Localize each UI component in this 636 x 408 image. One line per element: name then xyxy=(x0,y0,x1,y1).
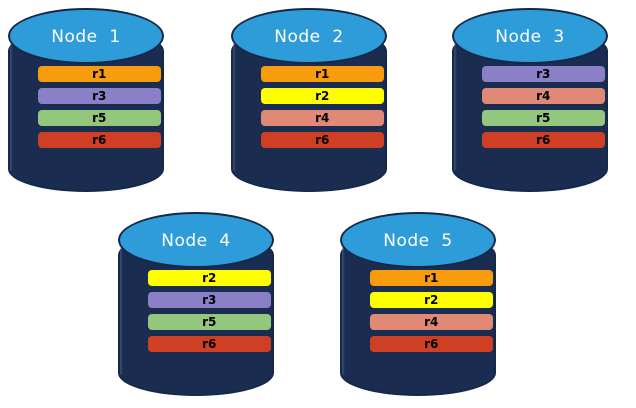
replica-bar[interactable]: r6 xyxy=(481,132,605,148)
replica-bar[interactable]: r1 xyxy=(37,66,161,82)
replica-bar[interactable]: r6 xyxy=(37,132,161,148)
replica-list: r1 r2 r4 r6 xyxy=(369,270,493,352)
replica-list: r1 r2 r4 r6 xyxy=(260,66,384,148)
replica-bar[interactable]: r5 xyxy=(147,314,271,330)
node-label: Node 4 xyxy=(161,230,231,251)
replica-bar[interactable]: r6 xyxy=(260,132,384,148)
replica-bar[interactable]: r3 xyxy=(481,66,605,82)
cylinder-top: Node 5 xyxy=(340,212,496,268)
node-cylinder-3[interactable]: Node 3 r3 r4 r5 r6 xyxy=(452,8,608,192)
node-cylinder-5[interactable]: Node 5 r1 r2 r4 r6 xyxy=(340,212,496,396)
replica-bar[interactable]: r4 xyxy=(369,314,493,330)
node-label: Node 2 xyxy=(274,26,344,47)
replica-list: r1 r3 r5 r6 xyxy=(37,66,161,148)
replica-bar[interactable]: r2 xyxy=(369,292,493,308)
replica-list: r2 r3 r5 r6 xyxy=(147,270,271,352)
cylinder-top: Node 1 xyxy=(8,8,164,64)
cylinder-top: Node 2 xyxy=(231,8,387,64)
replica-bar[interactable]: r3 xyxy=(37,88,161,104)
node-label: Node 3 xyxy=(495,26,565,47)
cylinder-top: Node 4 xyxy=(118,212,274,268)
node-label: Node 5 xyxy=(383,230,453,251)
replica-bar[interactable]: r1 xyxy=(369,270,493,286)
replica-bar[interactable]: r4 xyxy=(481,88,605,104)
replica-bar[interactable]: r3 xyxy=(147,292,271,308)
node-cylinder-4[interactable]: Node 4 r2 r3 r5 r6 xyxy=(118,212,274,396)
replica-bar[interactable]: r2 xyxy=(260,88,384,104)
replica-bar[interactable]: r2 xyxy=(147,270,271,286)
node-cylinder-2[interactable]: Node 2 r1 r2 r4 r6 xyxy=(231,8,387,192)
replica-bar[interactable]: r4 xyxy=(260,110,384,126)
replica-bar[interactable]: r6 xyxy=(369,336,493,352)
replica-bar[interactable]: r5 xyxy=(481,110,605,126)
node-label: Node 1 xyxy=(51,26,121,47)
node-cylinder-1[interactable]: Node 1 r1 r3 r5 r6 xyxy=(8,8,164,192)
cylinder-top: Node 3 xyxy=(452,8,608,64)
replica-bar[interactable]: r6 xyxy=(147,336,271,352)
replica-list: r3 r4 r5 r6 xyxy=(481,66,605,148)
replica-bar[interactable]: r5 xyxy=(37,110,161,126)
replica-bar[interactable]: r1 xyxy=(260,66,384,82)
